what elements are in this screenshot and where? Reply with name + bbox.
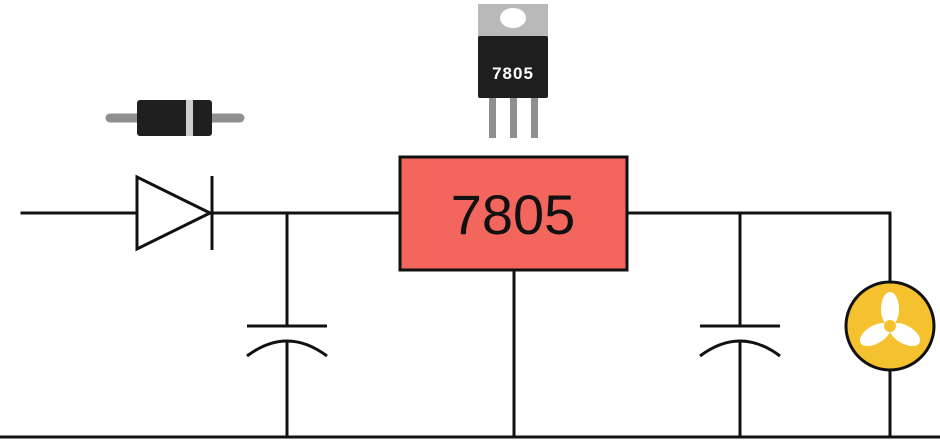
package-label: 7805 — [492, 64, 534, 83]
to220-package-icon: 7805 — [478, 4, 548, 138]
regulator-label: 7805 — [451, 183, 576, 246]
input-capacitor-icon — [246, 324, 328, 358]
output-capacitor-icon — [699, 324, 781, 358]
diode-icon — [135, 174, 214, 252]
wires — [0, 211, 940, 439]
diode-component-icon — [105, 100, 245, 136]
fan-icon — [844, 280, 936, 372]
regulator-block: 7805 — [398, 155, 629, 272]
